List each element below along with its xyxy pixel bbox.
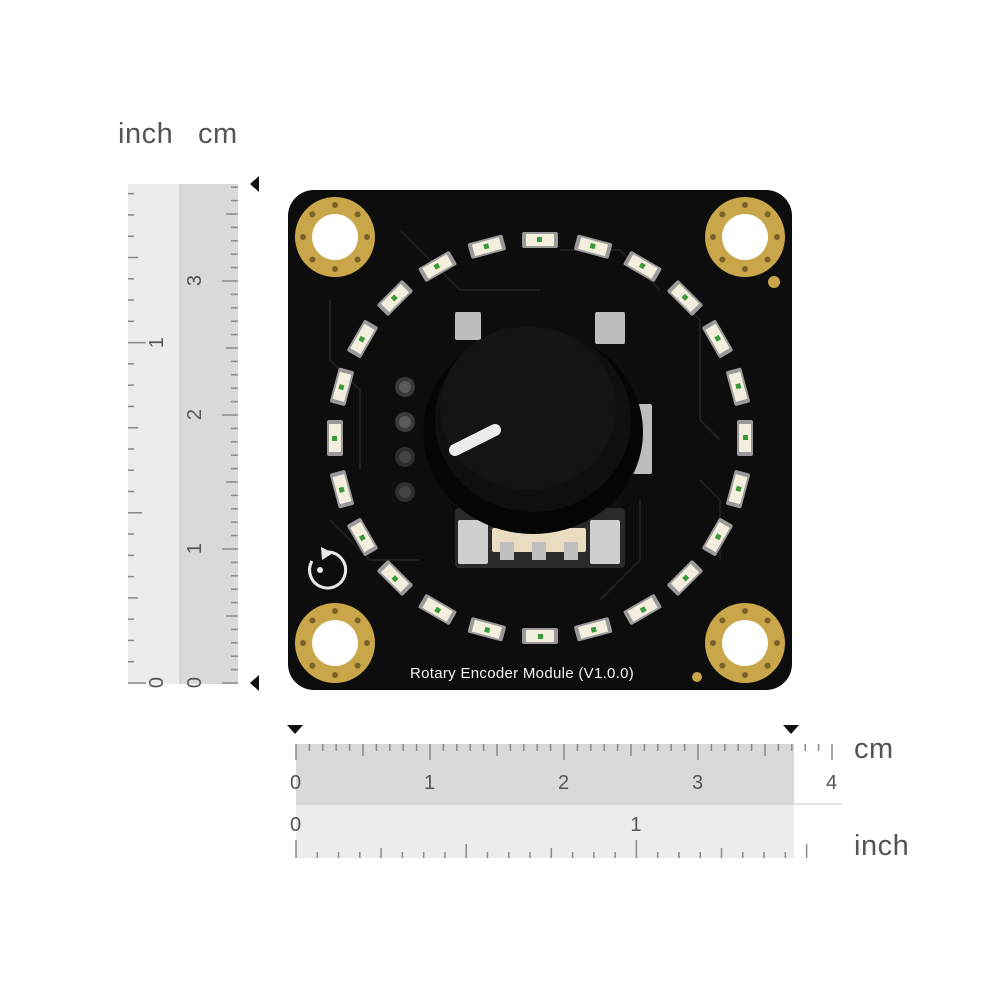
led	[702, 518, 733, 556]
led	[418, 251, 457, 282]
led	[418, 594, 457, 625]
ruler-label-inch: 0	[146, 676, 169, 689]
led	[347, 518, 378, 556]
ruler-label-cm: 0	[184, 676, 207, 689]
mounting-hole	[705, 603, 785, 683]
rotate-clockwise-icon	[308, 547, 348, 590]
mounting-hole	[295, 603, 375, 683]
ruler-label-cm: 0	[290, 772, 302, 794]
ruler-label-cm: 1	[184, 542, 207, 555]
led	[377, 280, 413, 316]
ruler-label-cm: 1	[424, 772, 436, 794]
led	[522, 232, 558, 248]
led	[467, 234, 506, 259]
ruler-label-cm: 3	[184, 274, 207, 287]
led	[347, 320, 378, 358]
led	[522, 628, 558, 644]
horizontal-unit-inch: inch	[854, 830, 910, 862]
marker-triangle-icon	[250, 176, 259, 192]
mounting-hole	[705, 197, 785, 277]
header-pins	[395, 377, 415, 502]
vertical-unit-inch: inch	[118, 118, 174, 150]
ruler-label-inch: 1	[146, 336, 169, 348]
led	[623, 594, 662, 625]
led	[574, 617, 613, 642]
horizontal-unit-cm: cm	[854, 733, 894, 765]
led	[623, 251, 662, 282]
board-label: Rotary Encoder Module (V1.0.0)	[410, 665, 635, 682]
led	[702, 320, 733, 358]
led	[726, 367, 750, 406]
mounting-hole	[295, 197, 375, 277]
marker-triangle-icon	[783, 725, 799, 734]
vertical-unit-cm: cm	[198, 118, 238, 150]
led	[377, 560, 413, 596]
marker-triangle-icon	[250, 675, 259, 691]
led	[467, 617, 506, 642]
led	[330, 470, 354, 509]
ruler-label-inch: 0	[290, 814, 302, 836]
pcb-board	[288, 190, 792, 690]
led	[726, 470, 750, 509]
vertical-ruler	[128, 176, 259, 691]
led	[667, 280, 703, 316]
led	[574, 234, 613, 259]
ruler-label-cm: 2	[184, 408, 207, 421]
ruler-label-inch: 1	[630, 814, 642, 836]
led	[667, 560, 703, 596]
ruler-label-cm: 3	[692, 772, 704, 794]
led	[737, 420, 753, 456]
ruler-label-cm: 2	[558, 772, 570, 794]
led	[330, 367, 354, 406]
led	[327, 420, 343, 456]
encoder-knob	[423, 326, 643, 534]
marker-triangle-icon	[287, 725, 303, 734]
ruler-label-cm: 4	[826, 772, 838, 794]
horizontal-ruler	[287, 725, 842, 858]
